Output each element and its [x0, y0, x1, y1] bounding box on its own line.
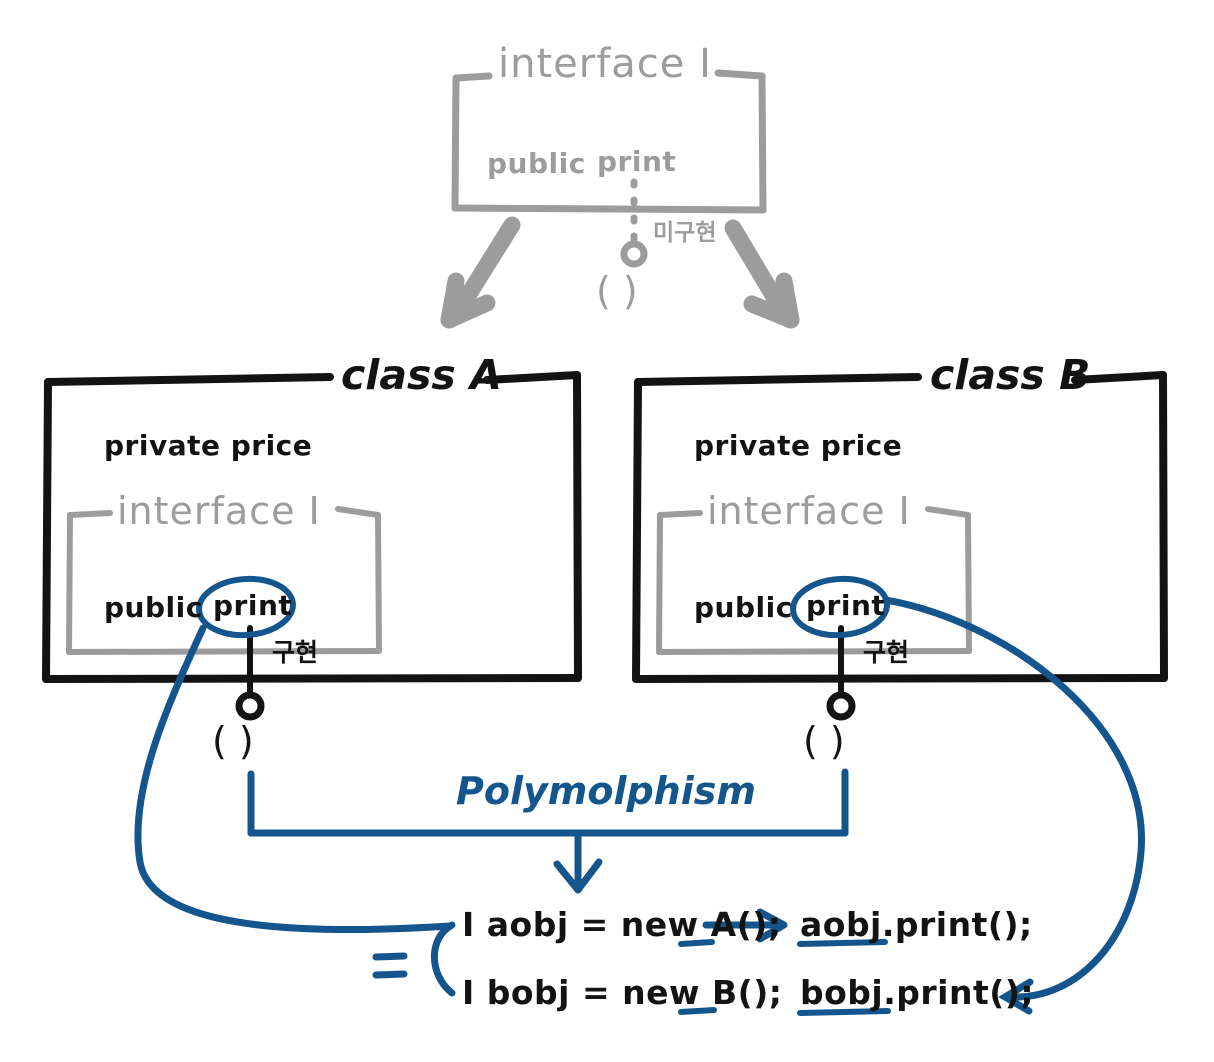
- class-b-print-highlight-circle: [790, 575, 890, 639]
- inherit-arrow-right: [724, 219, 800, 329]
- class-b-print-to-code-curve: [882, 596, 1145, 1015]
- class-a-print-highlight-circle: [196, 575, 296, 639]
- class-b-inner-interface-box: [656, 506, 972, 655]
- code-line-1-declaration: I aobj = new A();: [462, 905, 782, 944]
- class-b-member-modifier: public: [694, 591, 793, 624]
- class-b-member-name: print: [806, 589, 886, 622]
- class-a-implemented-label: 구현: [272, 638, 319, 667]
- polymorphism-down-arrow: [553, 829, 603, 894]
- class-a-inner-interface-box: [66, 506, 382, 655]
- class-a-box: [42, 371, 582, 683]
- class-a-impl-circle: [235, 691, 265, 721]
- code-group-brace: [430, 921, 456, 997]
- class-a-print-to-code-curve: [134, 624, 454, 933]
- class-a-member-modifier: public: [104, 591, 203, 624]
- code-underlines: [678, 939, 891, 1016]
- class-a-title: class A: [341, 351, 502, 399]
- class-b-implemented-label: 구현: [863, 638, 910, 667]
- code-line-2-invocation: bobj.print();: [800, 973, 1035, 1012]
- code-line-1-invocation: aobj.print();: [800, 905, 1033, 944]
- equals-sign-strokes: [372, 952, 408, 979]
- polymorphism-label: Polymolphism: [456, 769, 756, 813]
- interface-top-member-name: print: [597, 145, 677, 178]
- class-b-box: [632, 371, 1168, 683]
- interface-top-title: interface I: [498, 41, 712, 87]
- class-b-field: private price: [694, 429, 903, 462]
- inherit-arrow-left: [440, 216, 521, 329]
- code-line-1-arrow: [702, 908, 788, 943]
- code-line-2-declaration: I bobj = new B();: [462, 973, 783, 1012]
- interface-top-box: [451, 69, 767, 214]
- class-b-title: class B: [930, 351, 1091, 399]
- interface-top-member-modifier: public: [487, 147, 586, 180]
- polymorphism-merge-bracket: [247, 768, 849, 837]
- interface-top-unimplemented-label: 미구현: [653, 220, 717, 246]
- class-b-impl-circle: [826, 691, 856, 721]
- class-a-inner-interface-title: interface I: [117, 489, 321, 533]
- class-a-body: ( ): [212, 719, 254, 763]
- class-b-inner-interface-title: interface I: [707, 489, 911, 533]
- class-b-body: ( ): [803, 719, 845, 763]
- class-a-member-name: print: [213, 589, 293, 622]
- class-a-field: private price: [104, 429, 313, 462]
- interface-top-unimplemented-circle: [620, 240, 648, 268]
- interface-top-empty-body: ( ): [596, 269, 638, 313]
